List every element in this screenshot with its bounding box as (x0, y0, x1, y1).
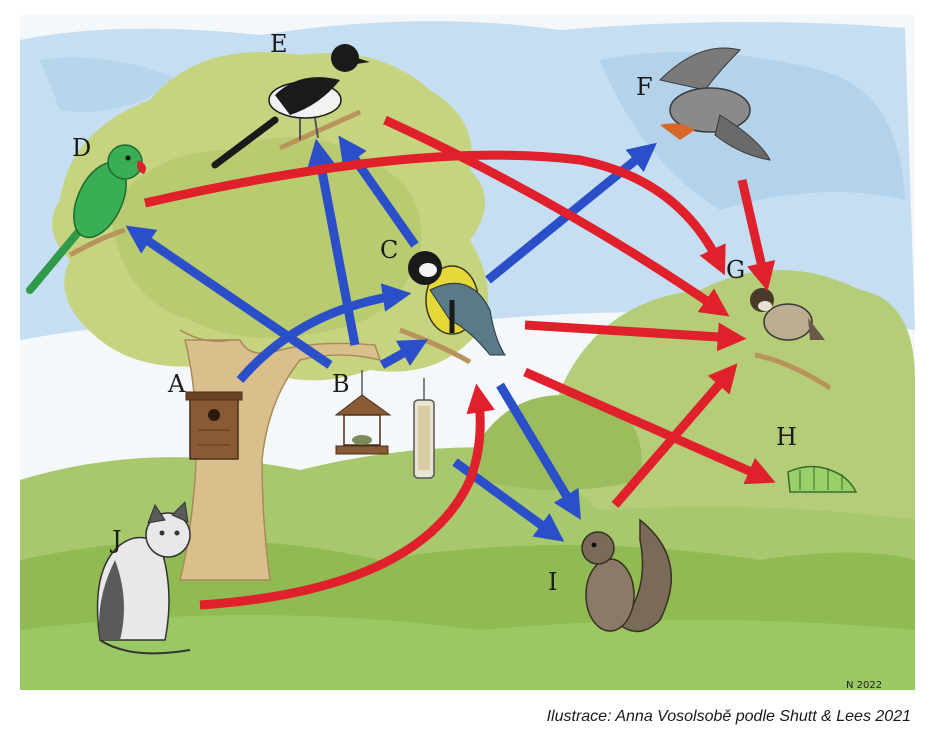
magpie-bird (211, 44, 370, 169)
edge-B-C (379, 339, 429, 369)
label-D: D (72, 134, 91, 162)
label-B: B (332, 370, 350, 398)
great-tit-bird (408, 251, 506, 356)
edge-E-G (383, 115, 730, 317)
label-J: J (109, 526, 122, 554)
edge-C-H (523, 367, 776, 485)
edge-B-D (125, 225, 333, 369)
small-bird (750, 288, 825, 341)
edge-B-E (307, 138, 360, 346)
label-G: G (726, 256, 745, 284)
caterpillar (787, 465, 858, 493)
nest-box (185, 391, 243, 460)
label-F: F (636, 73, 653, 101)
edge-C-I (496, 382, 581, 520)
squirrel (581, 518, 672, 633)
edge-J-C (199, 383, 495, 610)
sparrowhawk-bird (659, 47, 771, 161)
illustration-caption: Ilustrace: Anna Vosolsobě podle Shutt & … (546, 708, 911, 725)
edge-D-G (143, 150, 726, 276)
edge-C-G (524, 320, 747, 352)
branches (68, 109, 832, 391)
edge-F-G (737, 178, 776, 292)
food-web-illustration: A B C D E F G H I J N 2022 (20, 15, 915, 691)
node-labels: A B C D E F G H I J (72, 30, 797, 596)
cat (96, 500, 191, 655)
label-A: A (167, 370, 186, 398)
edge-I-G (611, 363, 738, 508)
food-web-edges (125, 115, 776, 610)
parakeet-bird (26, 144, 146, 294)
artist-signature: N 2022 (846, 680, 882, 691)
label-E: E (270, 30, 288, 58)
label-C: C (380, 236, 398, 264)
label-H: H (776, 423, 797, 451)
edge-A-C (236, 283, 412, 383)
bird-feeders (334, 370, 435, 479)
label-I: I (548, 568, 557, 596)
